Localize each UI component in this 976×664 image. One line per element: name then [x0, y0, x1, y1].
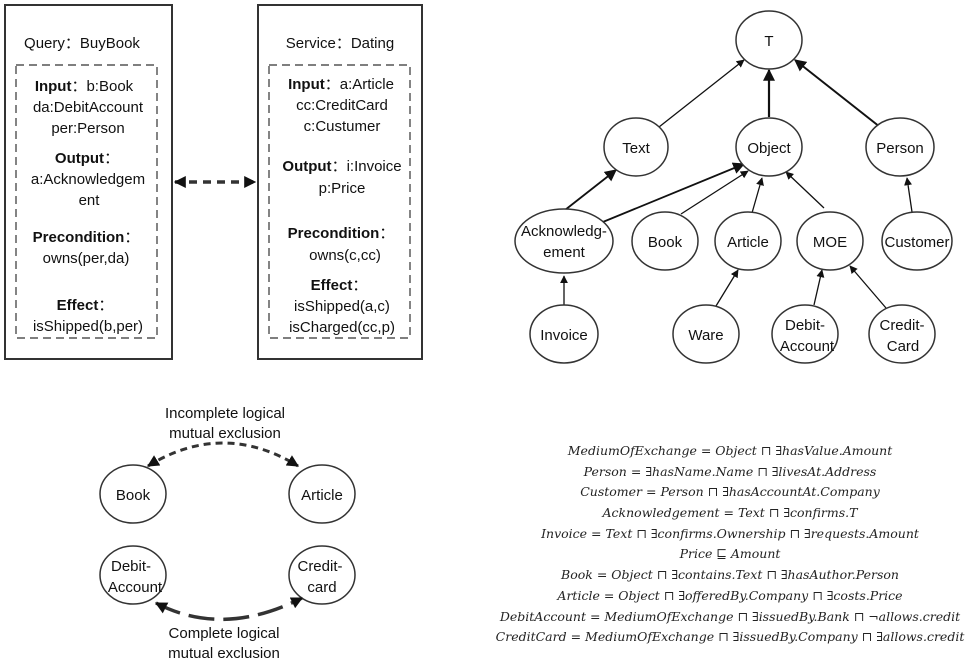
- axiom-line: Book = Object ⊓ ∃contains.Text ⊓ ∃hasAut…: [560, 567, 899, 582]
- svg-text:Customer: Customer: [884, 234, 949, 251]
- service-box: Service：Dating Input：a:Article cc:Credit…: [257, 4, 423, 360]
- incomplete-label-1: Incomplete logical: [165, 405, 285, 422]
- svg-text:T: T: [764, 33, 773, 50]
- svg-text:ement: ement: [543, 244, 586, 261]
- incomplete-label-2: mutual exclusion: [169, 425, 281, 442]
- svg-text:Text: Text: [622, 140, 650, 157]
- svg-text:Article: Article: [727, 234, 769, 251]
- axiom-line: Invoice = Text ⊓ ∃confirms.Ownership ⊓ ∃…: [540, 526, 920, 541]
- query-box: Query：BuyBook Input：b:Book da:DebitAccou…: [4, 4, 173, 360]
- edge-ware-article: [715, 269, 739, 307]
- node-acknowledgement: Acknowledg- ement: [514, 208, 614, 274]
- excl-node-article: Article: [288, 464, 356, 524]
- taxonomy-edges: [560, 59, 913, 309]
- axiom-line: DebitAccount = MediumOfExchange ⊓ ∃issue…: [499, 609, 961, 624]
- axiom-line: Article = Object ⊓ ∃offeredBy.Company ⊓ …: [556, 588, 902, 603]
- edge-book-object: [680, 170, 749, 215]
- service-effect-value-2: isCharged(cc,p): [289, 319, 395, 336]
- svg-text:Book: Book: [648, 234, 683, 251]
- edge-credit-moe: [849, 265, 887, 309]
- node-moe: MOE: [796, 211, 864, 271]
- service-inner-frame: [268, 64, 411, 339]
- incomplete-exclusion-arrow: [146, 441, 300, 468]
- query-output-label: Output：: [55, 150, 119, 167]
- excl-node-debit-account: Debit- Account: [99, 545, 167, 605]
- service-output-price: p:Price: [319, 180, 366, 197]
- node-ware: Ware: [672, 304, 740, 364]
- excl-node-credit-card: Credit- card: [288, 545, 356, 605]
- service-precondition-label: Precondition：: [288, 225, 395, 242]
- complete-exclusion-arrow: [154, 596, 304, 622]
- query-output-value-2: ent: [79, 192, 101, 209]
- edge-article-object: [751, 177, 764, 214]
- query-effect-label: Effect：: [57, 297, 114, 314]
- edge-ack-text: [564, 169, 617, 211]
- node-invoice: Invoice: [529, 304, 599, 364]
- svg-text:Invoice: Invoice: [540, 327, 588, 344]
- taxonomy-nodes: T Text Object Person Acknowledg- ement B…: [514, 10, 953, 364]
- service-title: Service：Dating: [286, 35, 394, 52]
- axiom-line: Acknowledgement = Text ⊓ ∃confirms.T: [602, 505, 860, 520]
- query-input-da: da:DebitAccount: [33, 99, 144, 116]
- node-customer: Customer: [881, 211, 953, 271]
- excl-node-book: Book: [99, 464, 167, 524]
- edge-ack-object: [597, 162, 746, 225]
- query-output-value-1: a:Acknowledgem: [31, 171, 145, 188]
- edge-customer-person: [904, 177, 913, 213]
- service-effect-label: Effect：: [311, 277, 368, 294]
- svg-text:Card: Card: [887, 338, 920, 355]
- edge-debit-moe: [813, 269, 825, 306]
- axiom-line: Customer = Person ⊓ ∃hasAccountAt.Compan…: [580, 484, 880, 499]
- node-debit-account: Debit- Account: [771, 304, 839, 364]
- svg-text:Credit-: Credit-: [879, 317, 924, 334]
- edge-moe-object: [785, 171, 825, 209]
- svg-text:Credit-: Credit-: [297, 558, 342, 575]
- query-effect-value: isShipped(b,per): [33, 318, 143, 335]
- service-input-cc: cc:CreditCard: [296, 97, 388, 114]
- query-input-per: per:Person: [51, 120, 124, 137]
- svg-text:card: card: [307, 579, 336, 596]
- node-top: T: [735, 10, 803, 70]
- service-precondition-value: owns(c,cc): [309, 247, 381, 264]
- axiom-line: CreditCard = MediumOfExchange ⊓ ∃issuedB…: [496, 629, 966, 644]
- complete-label-1: Complete logical: [169, 625, 280, 642]
- axiom-line: MediumOfExchange = Object ⊓ ∃hasValue.Am…: [567, 443, 893, 458]
- query-box-frame: [4, 4, 173, 360]
- axiom-line: Person = ∃hasName.Name ⊓ ∃livesAt.Addres…: [583, 464, 877, 479]
- node-article: Article: [714, 211, 782, 271]
- mutual-exclusion: Incomplete logical mutual exclusion Book…: [99, 405, 356, 662]
- service-effect-value-1: isShipped(a,c): [294, 298, 390, 315]
- svg-text:Object: Object: [747, 140, 791, 157]
- node-person: Person: [865, 117, 935, 177]
- edge-text-top: [658, 59, 745, 128]
- node-book: Book: [631, 211, 699, 271]
- svg-text:Account: Account: [780, 338, 835, 355]
- node-text: Text: [603, 117, 669, 177]
- service-input-line: Input：a:Article: [288, 76, 394, 93]
- svg-text:Person: Person: [876, 140, 924, 157]
- query-title: Query：BuyBook: [24, 35, 140, 52]
- complete-label-2: mutual exclusion: [168, 645, 280, 662]
- svg-text:Acknowledg-: Acknowledg-: [521, 223, 607, 240]
- query-input-line: Input：b:Book: [35, 78, 134, 95]
- axiom-line: Price ⊑ Amount: [679, 546, 782, 561]
- query-inner-frame: [15, 64, 158, 339]
- service-output-line: Output：i:Invoice: [282, 158, 401, 175]
- service-box-frame: [257, 4, 423, 360]
- query-precondition-label: Precondition：: [33, 229, 140, 246]
- service-input-c: c:Custumer: [304, 118, 381, 135]
- svg-text:Ware: Ware: [688, 327, 723, 344]
- svg-text:Account: Account: [108, 579, 163, 596]
- svg-text:Debit-: Debit-: [785, 317, 825, 334]
- edge-person-top: [794, 59, 881, 128]
- svg-text:Book: Book: [116, 487, 151, 504]
- svg-text:MOE: MOE: [813, 234, 847, 251]
- axiom-list: MediumOfExchange = Object ⊓ ∃hasValue.Am…: [496, 443, 966, 644]
- svg-text:Article: Article: [301, 487, 343, 504]
- svg-text:Debit-: Debit-: [111, 558, 151, 575]
- query-precondition-value: owns(per,da): [43, 250, 130, 267]
- node-credit-card: Credit- Card: [868, 304, 936, 364]
- node-object: Object: [735, 117, 803, 177]
